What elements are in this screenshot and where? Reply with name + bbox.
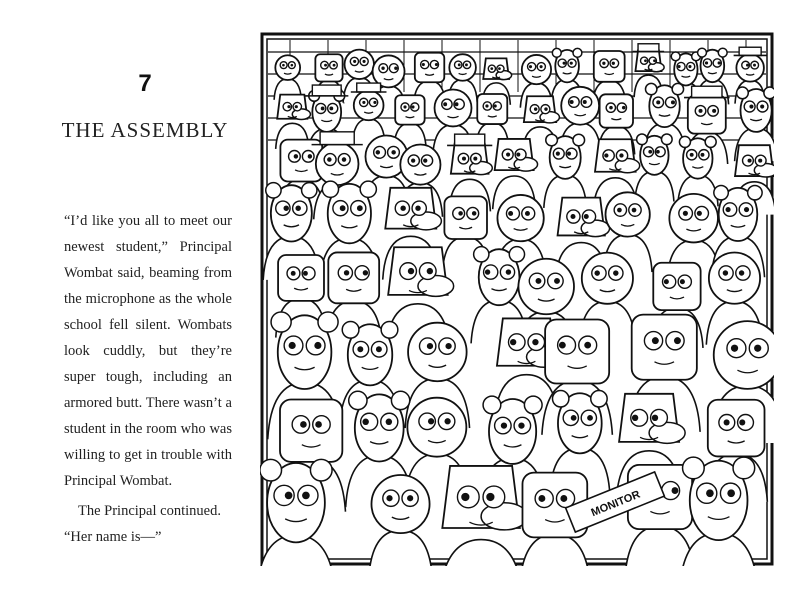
- crowd-face: [260, 458, 333, 566]
- crowd-face: [521, 95, 561, 155]
- crowd-face: [681, 456, 756, 566]
- paragraph-2: The Principal continued. “Her name is—”: [64, 503, 221, 545]
- crowd-face: [344, 390, 414, 508]
- crowd-face: [491, 138, 539, 210]
- paragraph-1: “I’d like you all to meet our newest stu…: [64, 213, 232, 489]
- crowd-face: [634, 133, 675, 202]
- crowd-faces: [260, 40, 774, 566]
- crowd-illustration-svg: MONITOR: [260, 32, 774, 566]
- crowd-face: [350, 82, 387, 145]
- illustration-inner-border: [266, 38, 768, 560]
- chapter-number: 7: [138, 70, 152, 97]
- crowd-face: [578, 251, 637, 345]
- chapter-title: THE ASSEMBLY: [61, 118, 229, 142]
- crowd-face: [441, 465, 529, 566]
- crowd-face: [369, 474, 432, 566]
- crowd-illustration: MONITOR: [260, 32, 774, 566]
- body-text: “I’d like you all to meet our newest stu…: [64, 208, 232, 550]
- crowd-face: [447, 53, 479, 103]
